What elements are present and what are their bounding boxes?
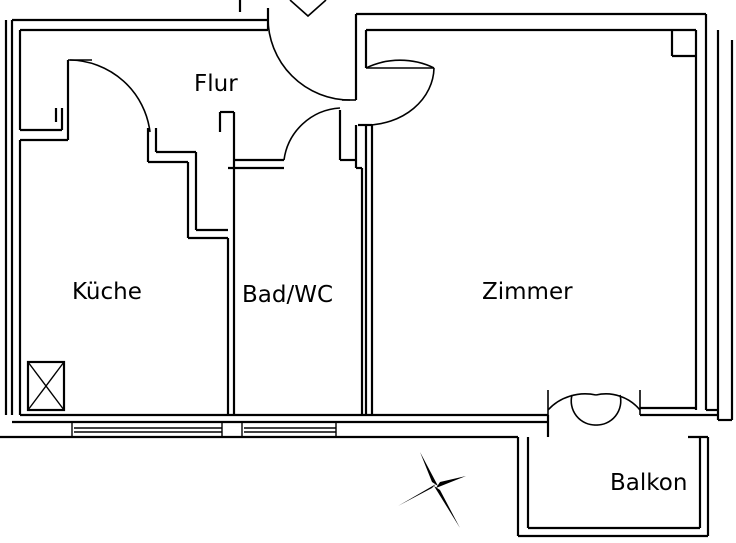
ventilation-shaft-icon xyxy=(26,360,66,412)
exterior-walls xyxy=(0,0,734,439)
balcony-outline xyxy=(516,435,710,538)
label-bad: Bad/WC xyxy=(242,282,333,308)
doors xyxy=(68,0,641,426)
bathroom-walls xyxy=(218,110,364,437)
room-walls xyxy=(358,30,696,415)
kitchen-walls xyxy=(18,30,230,437)
compass-rose-icon xyxy=(398,452,466,528)
label-kueche: Küche xyxy=(72,279,142,305)
label-zimmer: Zimmer xyxy=(482,279,573,305)
label-balkon: Balkon xyxy=(610,470,687,496)
label-flur: Flur xyxy=(194,71,238,97)
